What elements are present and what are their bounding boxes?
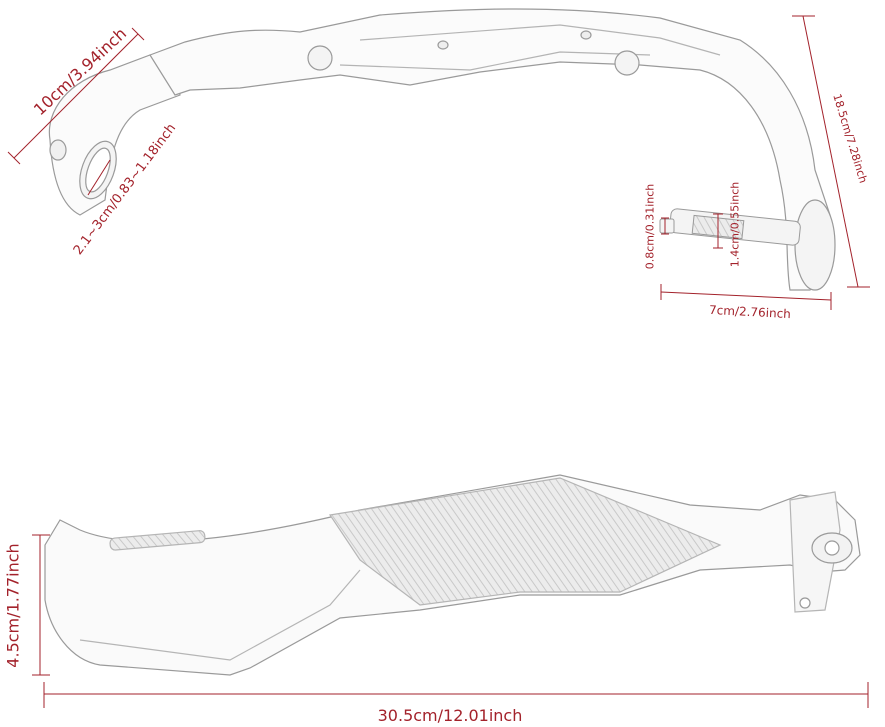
dimension-label-bolt-small-diameter: 0.8cm/0.31inch — [643, 183, 657, 270]
dimension-label-bolt-large-diameter: 1.4cm/0.55inch — [728, 181, 742, 268]
top-handguard — [48, 8, 836, 291]
dimension-lines — [7, 15, 870, 708]
dimension-label-guard-height: 4.5cm/1.77inch — [3, 543, 23, 668]
bar-end-bolt — [659, 208, 801, 246]
dimension-label-guard-length: 30.5cm/12.01inch — [377, 706, 523, 725]
side-handguard — [44, 474, 861, 676]
